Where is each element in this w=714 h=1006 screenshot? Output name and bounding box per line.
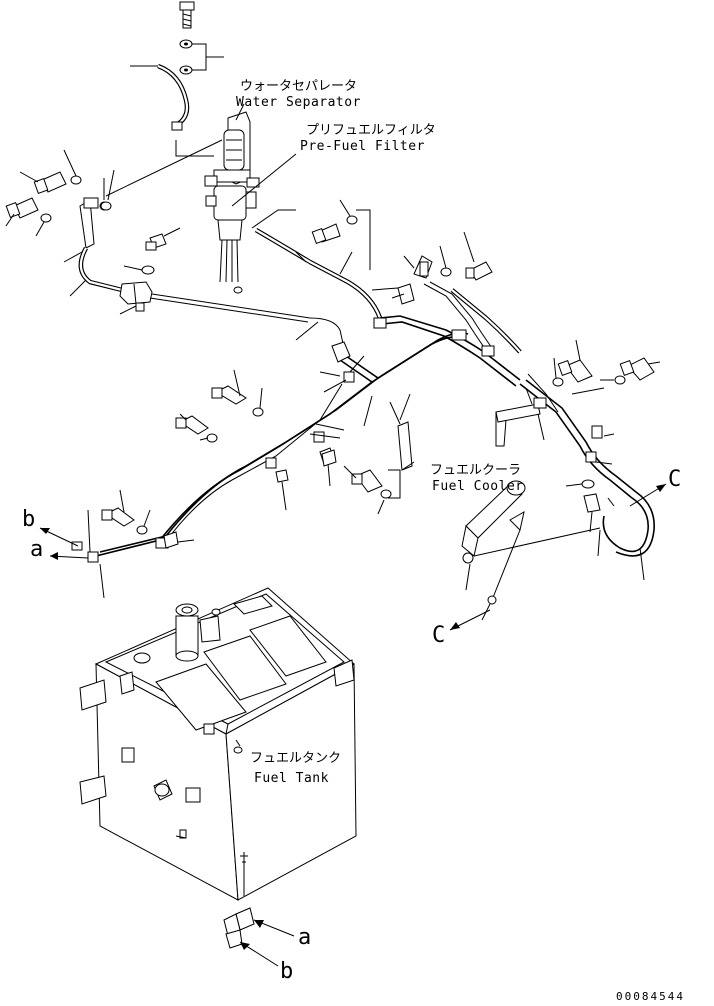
water-separator-label-jp: ウォータセパレータ	[240, 79, 357, 94]
arrow-a-upper	[49, 552, 89, 560]
pre-fuel-filter-label-en: Pre-Fuel Filter	[300, 139, 425, 154]
arrow-c-left	[449, 609, 491, 631]
bolt-left-2	[5, 197, 39, 227]
left-upper-hose	[63, 246, 123, 297]
fuel-tank-label-en: Fuel Tank	[254, 771, 329, 786]
fuel-tank	[79, 587, 357, 949]
washer-center-small	[123, 265, 155, 275]
fuel-cooler-line	[473, 527, 601, 557]
pre-fuel-filter-label-jp: プリフュエルフィルタ	[306, 123, 436, 138]
bolt-upper-center	[311, 223, 341, 244]
pre-fuel-filter-assembly	[205, 185, 257, 294]
connector-block	[119, 281, 153, 315]
main-pipe-bundle	[339, 281, 522, 387]
arrow-b-lower	[239, 941, 279, 967]
washer-right-1	[552, 357, 564, 387]
bolt-lower-1	[211, 369, 247, 405]
bolt-lower-4	[343, 465, 383, 493]
bracket-left	[79, 178, 109, 249]
fuel-tank-label-jp: フュエルタンク	[250, 751, 341, 766]
connector-b-upper: b	[22, 507, 35, 532]
pipe-clamp-3	[275, 469, 289, 511]
washer-lower-1	[252, 387, 264, 417]
arrow-a-lower	[253, 919, 295, 937]
pipe-clamp-1	[319, 341, 355, 393]
fuel-cooler	[461, 480, 526, 605]
connector-a-upper: a	[30, 537, 43, 562]
washer-right-2	[600, 375, 626, 385]
drawing-code: 00084544	[616, 990, 685, 1003]
washer-left-1	[63, 149, 82, 185]
washer-top-1	[179, 39, 193, 49]
pre-fuel-outlet-hose	[254, 228, 383, 319]
washer-right-upper-1	[439, 245, 452, 277]
fuel-cooler-label-en: Fuel Cooler	[432, 479, 524, 494]
bolt-right-upper-2	[463, 231, 493, 281]
bolt-right-upper-1	[403, 255, 433, 279]
water-separator-assembly	[204, 111, 260, 188]
bracket-callout	[192, 43, 224, 71]
washer-right-lower	[565, 479, 595, 489]
washer-lower-2	[199, 433, 218, 443]
lower-left-pipes	[71, 377, 379, 599]
washer-upper-center	[339, 199, 371, 270]
arrow-b-upper	[39, 527, 79, 547]
water-separator-hose	[130, 63, 190, 131]
bolt-right-2	[619, 357, 661, 381]
connector-c-left: C	[432, 623, 445, 648]
bracket-right	[495, 387, 605, 447]
bracket-lower-center	[363, 393, 415, 499]
washer-mid-left	[100, 169, 115, 211]
clamp-lower-center	[321, 449, 337, 467]
connector-c-right: C	[668, 467, 681, 492]
clamp-mid-left	[163, 531, 195, 549]
washer-top-2	[179, 65, 193, 75]
fuel-cooler-label-jp: フュエルクーラ	[430, 463, 521, 478]
bolt-center-small	[145, 227, 181, 251]
connector-b-lower: b	[280, 959, 293, 984]
connector-a-lower: a	[298, 925, 311, 950]
bolt-lower-3	[101, 489, 135, 527]
bolt-left-1	[19, 171, 67, 194]
washer-lower-3	[136, 509, 151, 535]
right-pipe-run	[519, 373, 655, 581]
bolt-lower-2	[175, 413, 209, 435]
water-separator-label-en: Water Separator	[236, 95, 361, 110]
arrow-c-right	[629, 483, 667, 507]
bracket-small-right	[371, 283, 415, 305]
washer-left-2	[35, 213, 52, 237]
banjo-bolt-right	[583, 493, 601, 533]
bolt-right-1	[557, 339, 593, 383]
long-return-hose	[151, 293, 345, 349]
top-bolt	[179, 1, 195, 29]
washer-lower-4	[377, 489, 392, 515]
